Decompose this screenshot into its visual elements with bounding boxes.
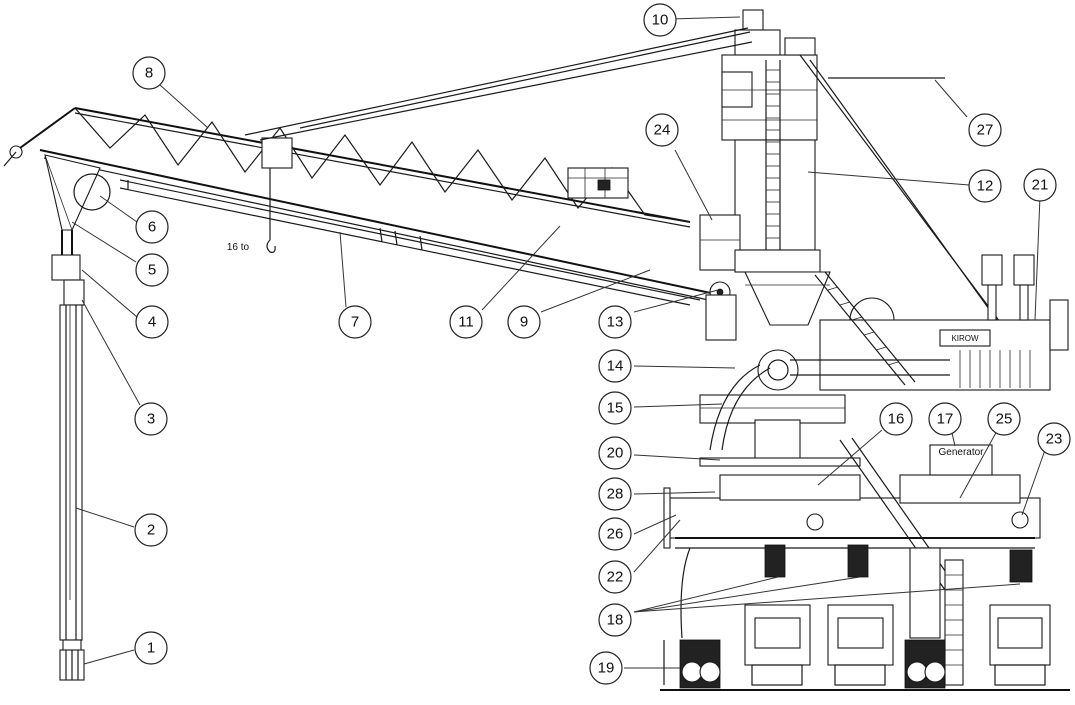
- svg-text:24: 24: [654, 122, 671, 139]
- svg-text:13: 13: [607, 314, 624, 331]
- callout-12: 12: [968, 169, 1002, 203]
- svg-text:16: 16: [888, 411, 905, 428]
- hook-capacity-label: 16 to: [227, 242, 250, 253]
- callout-24: 24: [645, 113, 679, 147]
- svg-text:12: 12: [977, 178, 994, 195]
- callout-18: 18: [598, 603, 632, 637]
- svg-text:11: 11: [458, 314, 474, 331]
- svg-text:22: 22: [607, 569, 624, 586]
- callout-22: 22: [598, 560, 632, 594]
- callout-4: 4: [135, 305, 169, 339]
- callout-20: 20: [598, 436, 632, 470]
- svg-text:26: 26: [607, 526, 624, 543]
- svg-text:15: 15: [607, 400, 624, 417]
- portal-frame: Generator: [663, 437, 1041, 686]
- svg-text:10: 10: [652, 12, 669, 29]
- svg-text:20: 20: [607, 445, 624, 462]
- callout-7: 7: [338, 305, 372, 339]
- leader-lines: [71, 16, 1046, 669]
- svg-text:8: 8: [145, 65, 153, 82]
- callout-13: 13: [598, 305, 632, 339]
- svg-text:1: 1: [147, 640, 155, 657]
- callout-1: 1: [134, 631, 168, 665]
- svg-text:9: 9: [520, 314, 528, 331]
- callout-15: 15: [598, 391, 632, 425]
- callout-5: 5: [135, 253, 169, 287]
- svg-text:23: 23: [1046, 431, 1063, 448]
- boom-assembly: [3, 107, 731, 306]
- generator-label: Generator: [938, 447, 984, 458]
- svg-text:21: 21: [1032, 177, 1049, 194]
- svg-text:18: 18: [607, 612, 624, 629]
- callout-11: 11: [449, 305, 483, 339]
- truck: [989, 604, 1051, 686]
- svg-text:17: 17: [937, 411, 954, 428]
- callout-17: 17: [928, 402, 962, 436]
- svg-text:14: 14: [607, 358, 624, 375]
- callout-21: 21: [1023, 168, 1057, 202]
- svg-text:25: 25: [996, 411, 1013, 428]
- callout-28: 28: [598, 477, 632, 511]
- svg-text:19: 19: [598, 660, 615, 677]
- machinery-house: KIROW: [709, 254, 1069, 451]
- trucks: [744, 604, 1051, 686]
- callout-10: 10: [643, 3, 677, 37]
- callout-26: 26: [598, 517, 632, 551]
- tower-structure: [699, 9, 846, 461]
- svg-text:28: 28: [607, 486, 624, 503]
- svg-text:5: 5: [148, 262, 156, 279]
- callout-27: 27: [968, 113, 1002, 147]
- svg-text:27: 27: [977, 122, 994, 139]
- callout-3: 3: [134, 402, 168, 436]
- callout-23: 23: [1037, 422, 1071, 456]
- svg-text:6: 6: [148, 219, 156, 236]
- svg-text:2: 2: [147, 522, 155, 539]
- callout-25: 25: [987, 402, 1021, 436]
- svg-text:7: 7: [351, 314, 359, 331]
- callout-19: 19: [589, 651, 623, 685]
- truck: [827, 604, 894, 686]
- callout-8: 8: [132, 56, 166, 90]
- callout-6: 6: [135, 210, 169, 244]
- enclosure-nameplate: KIROW: [951, 334, 979, 343]
- svg-text:4: 4: [148, 314, 156, 331]
- svg-text:3: 3: [147, 411, 155, 428]
- callout-14: 14: [598, 349, 632, 383]
- travel-bogies: [679, 639, 946, 689]
- vertical-conveyor-arm: [51, 230, 85, 681]
- callout-16: 16: [879, 402, 913, 436]
- callout-9: 9: [507, 305, 541, 339]
- truck: [744, 604, 811, 686]
- callout-2: 2: [134, 513, 168, 547]
